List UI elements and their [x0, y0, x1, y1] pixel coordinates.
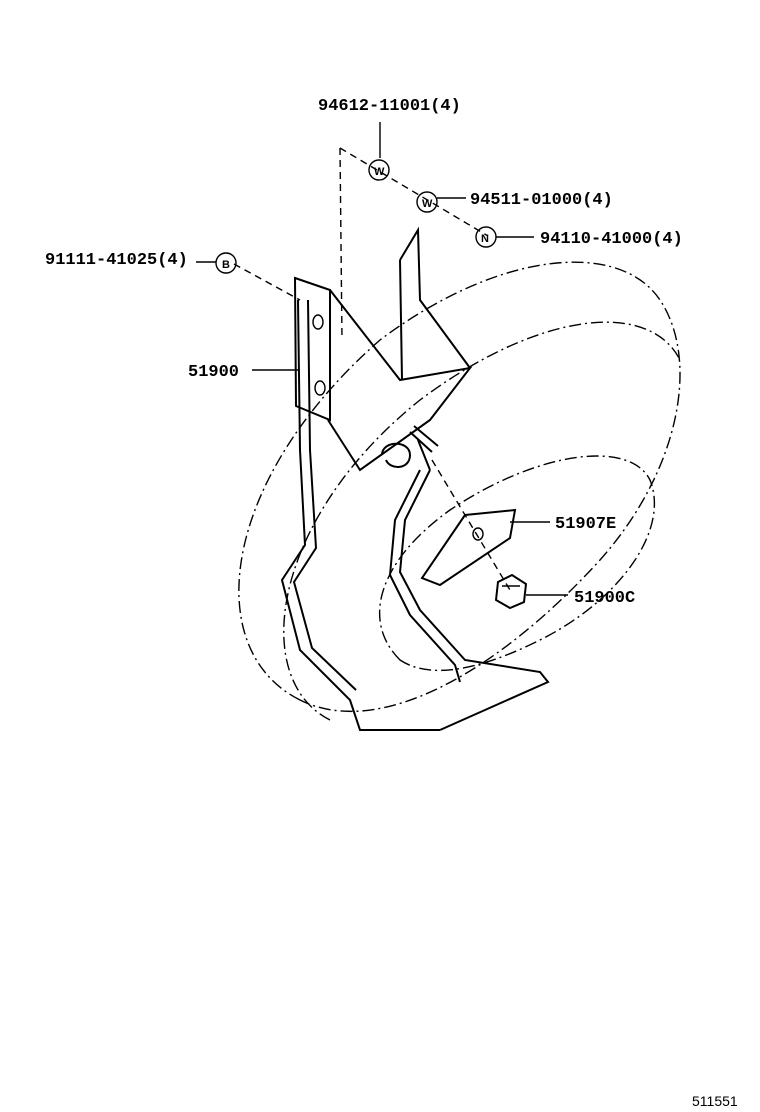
bracket-clip [381, 442, 412, 468]
bracket-body [327, 289, 473, 472]
plate-outline [420, 508, 517, 587]
diagram-reference-number: 511551 [692, 1093, 738, 1109]
bolt-symbol-icon [215, 252, 237, 274]
bracket-right-flange [399, 226, 471, 369]
callout-label: 51900 [188, 363, 239, 382]
mounting-bracket [293, 226, 473, 472]
bolt-symbol-letter: B [222, 259, 230, 271]
washer-symbol-icon [416, 191, 438, 213]
bracket-flange-inner [399, 259, 403, 381]
callout-label: 94612-11001(4) [318, 97, 461, 116]
nut-symbol-letter: N [481, 233, 489, 245]
washer-symbol-letter: W [422, 198, 433, 210]
plate-hole [472, 527, 484, 541]
callout-label: 94110-41000(4) [540, 230, 683, 249]
bracket-left-plate [293, 276, 331, 422]
callout-nut: 51900C [526, 589, 635, 608]
assembly-line-top-2 [339, 147, 489, 237]
assembly-line-bolt [233, 263, 301, 301]
nut-body [494, 573, 528, 610]
callout-label: 94511-01000(4) [470, 191, 613, 210]
callout-label: 91111-41025(4) [45, 251, 188, 270]
carrier-front-rod [280, 299, 440, 731]
wheel-rim [378, 455, 655, 672]
hold-bolt [409, 425, 439, 471]
assembly-line-top [339, 147, 343, 341]
callout-label: 51907E [555, 515, 616, 534]
hold-down-plate [420, 508, 517, 587]
carrier-back-rod [292, 299, 357, 691]
callout-bolt-b: 91111-41025(4) B [45, 251, 237, 274]
washer-symbol-icon [368, 159, 390, 181]
washer-symbol-letter: W [374, 166, 385, 178]
callout-carrier: 51900 [188, 363, 298, 382]
carrier-bar [280, 299, 550, 731]
tire-outer-edge [238, 261, 681, 713]
callout-label: 51900C [574, 589, 635, 608]
callout-washer-w1: 94612-11001(4) W [318, 97, 461, 181]
callout-washer-w2: W 94511-01000(4) [416, 191, 613, 213]
tire-inner-edge [283, 321, 681, 721]
carrier-rear-rod-2 [398, 469, 550, 731]
assembly-line-nut [431, 459, 511, 591]
callout-plate: 51907E [510, 515, 616, 534]
carrier-rear-rod [388, 469, 461, 683]
wing-nut [494, 573, 528, 610]
bracket-hole-1 [312, 314, 324, 330]
callout-nut-n: N 94110-41000(4) [475, 226, 683, 249]
bracket-hole-2 [314, 380, 326, 396]
spare-tire [238, 261, 681, 721]
